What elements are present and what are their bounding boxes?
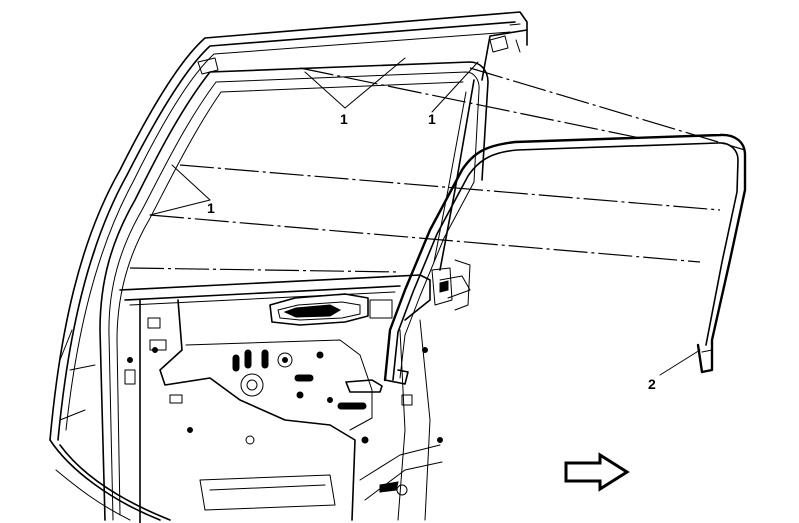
callout-1-label: 1 — [428, 111, 436, 127]
callout-1-label: 1 — [207, 200, 215, 216]
callout-1-label: 1 — [340, 111, 348, 127]
door-opening-frame — [49, 11, 528, 521]
door-weatherstrip — [383, 133, 747, 385]
forward-arrow-icon — [564, 452, 630, 492]
door-inner-panel — [119, 259, 471, 523]
callout-2-label: 2 — [648, 376, 656, 392]
callout-leaders — [149, 57, 701, 376]
panel-holes — [124, 317, 443, 496]
alignment-lines — [129, 67, 746, 273]
